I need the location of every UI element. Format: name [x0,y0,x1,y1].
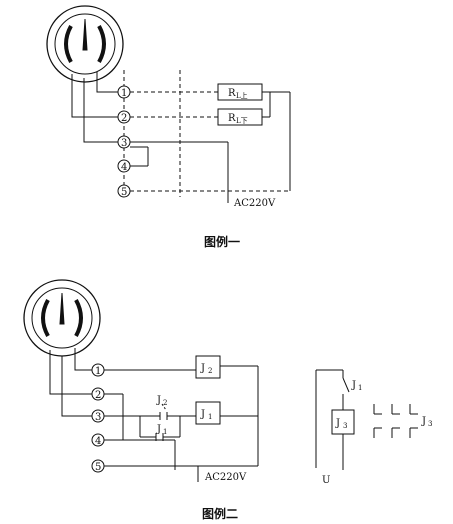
terminal-block-1 [117,85,131,198]
diagram-1-labels: 1 2 3 4 5 R L上 R L下 AC220V 图例一 [121,88,276,249]
relay-upper-sub: L上 [236,91,248,100]
terminal-4-label: 4 [121,162,127,173]
terminal-block-2 [91,363,105,473]
contact-j1-sub: 1 [163,428,167,436]
diagram-2 [23,279,418,482]
diagram-2-caption: 图例二 [202,506,238,521]
terminal2-5-label: 5 [95,462,101,473]
j3-contacts [373,404,418,438]
relay-j2-coil [195,355,221,379]
pressure-gauge-1 [46,5,124,83]
relay-lower-sub: L下 [236,117,248,125]
contact-j2-label: J [156,395,161,406]
contact-j2-sub: 2 [163,399,167,407]
terminal-2-label: 2 [121,113,127,124]
terminal-5-label: 5 [121,187,127,198]
relay-j1-sub: 1 [208,413,212,421]
relay-upper-label: R [228,88,236,99]
dashed-links-1 [123,70,290,197]
side-contacts-j3-label: J [421,416,426,427]
terminal-3-label: 3 [121,138,127,149]
side-circuit [315,369,355,470]
gauge-2-wires [49,348,92,417]
relay-j2-sub: 2 [208,367,212,375]
relay-j2-label: J [200,363,205,374]
relay-lower-label: R [228,113,236,124]
contact-j1-label: J [156,424,161,435]
diagram-1 [46,5,291,203]
terminal-1-label: 1 [121,88,127,99]
supply-label-2: AC220V [204,472,247,483]
diagram-1-caption: 图例一 [204,234,240,249]
side-contact-j1-sub: 1 [358,384,362,392]
supply-label-1: AC220V [233,198,276,209]
side-relay-j3-sub: 3 [343,422,347,430]
side-relay-j3-label: J [335,418,340,429]
relay-j1-coil [195,401,221,425]
gauge-1-wires [71,72,229,203]
terminal2-4-label: 4 [95,436,101,447]
side-contacts-j3-sub: 3 [428,420,432,428]
pressure-gauge-2 [23,279,101,357]
diagram-2-labels: 1 2 3 4 5 J 2 J 1 J 2 J 1 AC220V J 1 J 3… [95,363,432,521]
side-contact-j1-label: J [351,380,356,391]
terminal2-2-label: 2 [95,390,101,401]
side-supply-label: U [322,475,330,486]
supply-bus-1 [262,91,291,191]
terminal2-1-label: 1 [95,366,101,377]
terminal2-3-label: 3 [95,412,101,423]
relay-j1-label: J [200,409,205,420]
